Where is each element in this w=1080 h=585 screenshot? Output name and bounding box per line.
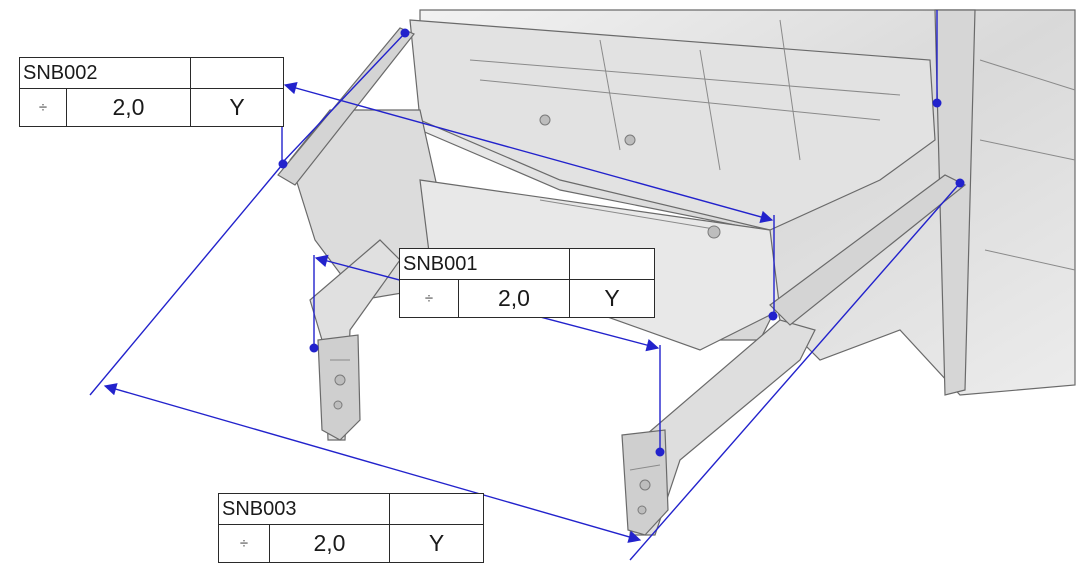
empty-cell: [389, 493, 484, 525]
snb002-reference-leg: [281, 32, 406, 164]
measurement-id: SNB003: [218, 493, 390, 525]
tolerance-value: 2,0: [269, 524, 390, 563]
point-snb003-right: [955, 178, 965, 188]
snb003-dimension-line: [103, 383, 642, 543]
tolerance-symbol: ÷: [218, 524, 270, 563]
tolerance-symbol: ÷: [399, 279, 459, 318]
tolerance-symbol: ÷: [19, 88, 67, 127]
point-snb001-left: [309, 343, 319, 353]
empty-cell: [190, 57, 284, 89]
measurement-id: SNB001: [399, 248, 570, 280]
right-a-pillar: [934, 9, 976, 396]
right-upper-rail: [769, 174, 967, 326]
point-snb002-left: [278, 159, 288, 169]
point-a-pillar: [932, 98, 942, 108]
snb003-extension-left: [89, 164, 283, 396]
measurement-id: SNB002: [19, 57, 191, 89]
body-structure: [277, 9, 1076, 536]
snb002-dimension-line: [283, 81, 774, 224]
tolerance-value: 2,0: [458, 279, 570, 318]
measurement-table-snb001: SNB001 ÷ 2,0 Y: [399, 248, 655, 318]
point-snb002-left-upper: [400, 28, 410, 38]
measurement-table-snb003: SNB003 ÷ 2,0 Y: [218, 493, 484, 563]
left-crash-bracket: [317, 334, 361, 441]
measurement-table-snb002: SNB002 ÷ 2,0 Y: [19, 57, 284, 127]
measurement-axis: Y: [389, 524, 484, 563]
snb003-extension-right: [629, 182, 961, 561]
point-snb002-right: [768, 311, 778, 321]
tolerance-value: 2,0: [66, 88, 191, 127]
empty-cell: [569, 248, 655, 280]
measurement-points: [278, 28, 965, 457]
measurement-axis: Y: [190, 88, 284, 127]
measurement-axis: Y: [569, 279, 655, 318]
point-snb001-right: [655, 447, 665, 457]
